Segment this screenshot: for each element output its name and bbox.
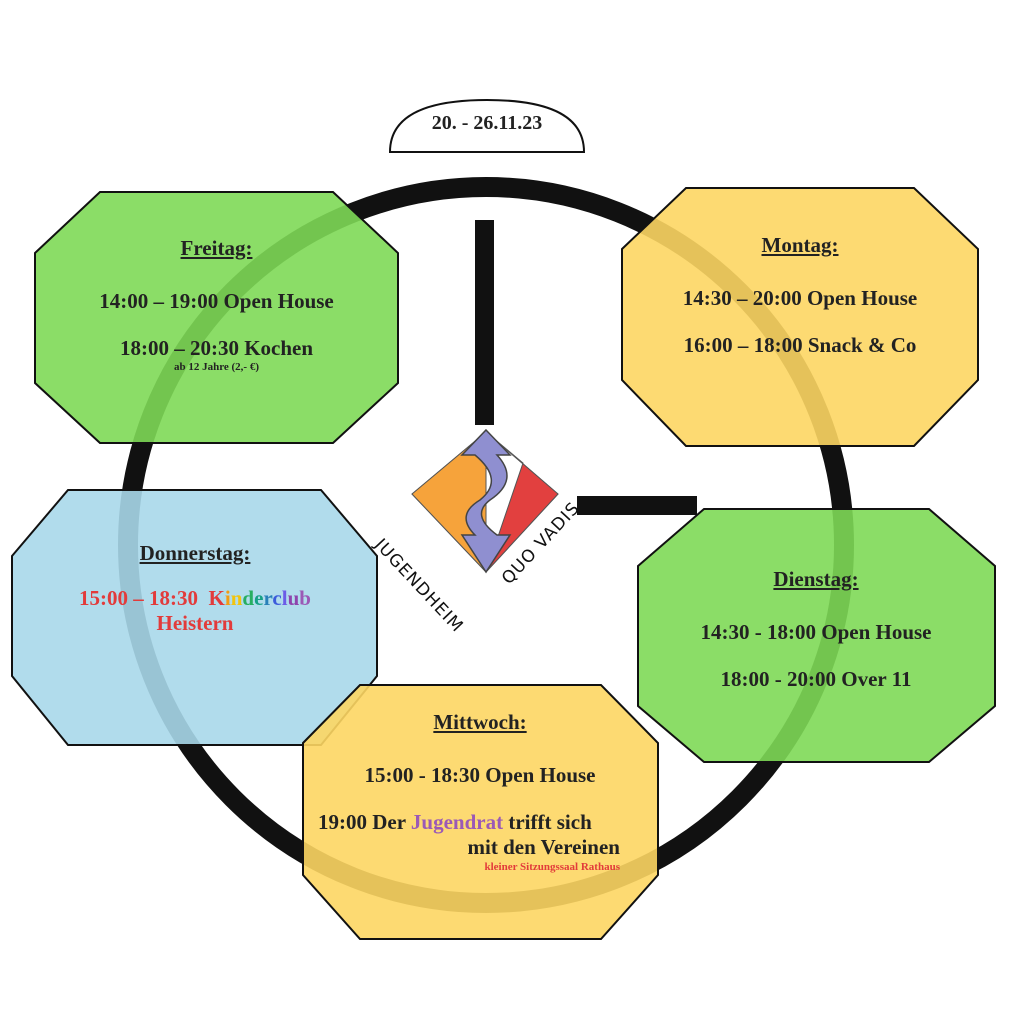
montag-line2: 16:00 – 18:00 Snack & Co [683,333,917,358]
dienstag-content: Dienstag: 14:30 - 18:00 Open House 18:00… [656,567,976,692]
kinderclub-letter: b [299,586,311,610]
kinderclub-letter: K [208,586,225,610]
date-tab [388,98,586,153]
mittwoch-line2: 19:00 Der Jugendrat trifft sich [310,810,650,835]
kinderclub-letter: e [254,586,264,610]
kinderclub-letter: n [230,586,243,610]
mittwoch-line2-post: trifft sich [503,810,592,835]
donnerstag-title: Donnerstag: [139,541,251,565]
dienstag-line2: 18:00 - 20:00 Over 11 [720,667,912,692]
freitag-title: Freitag: [180,236,253,260]
montag-line1: 14:30 – 20:00 Open House [682,286,918,310]
clock-hand-hour [475,220,494,425]
kinderclub-letter: l [281,586,288,610]
jugendheim-logo [411,428,559,574]
kinderclub-letter: c [272,586,282,610]
freitag-line2: 18:00 – 20:30 Kochen [119,336,314,361]
dienstag-title: Dienstag: [773,567,859,591]
hex-freitag [34,191,399,444]
mittwoch-line2-pre: 19:00 Der [318,810,411,835]
donnerstag-content: Donnerstag: 15:00 – 18:30 Kinderclub Hei… [30,541,360,636]
mittwoch-title: Mittwoch: [433,710,527,734]
donnerstag-time: 15:00 – 18:30 [79,586,199,610]
kinderclub-rainbow: Kinderclub [209,586,311,610]
mittwoch-content: Mittwoch: 15:00 - 18:30 Open House 19:00… [310,710,650,873]
hex-dienstag [637,508,996,763]
hex-montag [621,187,979,447]
freitag-note: ab 12 Jahre (2,- €) [173,361,260,374]
hex-mittwoch [302,684,659,940]
dienstag-line1: 14:30 - 18:00 Open House [700,620,932,644]
montag-title: Montag: [761,233,839,257]
date-range: 20. - 26.11.23 [431,112,543,134]
donnerstag-line1: 15:00 – 18:30 Kinderclub [30,586,360,611]
jugendrat-highlight: Jugendrat [410,810,504,835]
kinderclub-letter: i [224,586,231,610]
mittwoch-line3: mit den Vereinen [467,835,620,860]
hex-donnerstag [11,489,378,746]
montag-content: Montag: 14:30 – 20:00 Open House 16:00 –… [640,233,960,358]
mittwoch-note: kleiner Sitzungssaal Rathaus [484,860,621,873]
kinderclub-letter: d [242,586,255,610]
kinderclub-letter: u [287,586,300,610]
donnerstag-line2: Heistern [156,611,234,636]
freitag-line1: 14:00 – 19:00 Open House [99,289,334,313]
clock-hand-minute [577,496,697,515]
freitag-content: Freitag: 14:00 – 19:00 Open House 18:00 … [60,236,373,373]
mittwoch-line1: 15:00 - 18:30 Open House [364,763,596,787]
kinderclub-letter: r [263,586,273,610]
